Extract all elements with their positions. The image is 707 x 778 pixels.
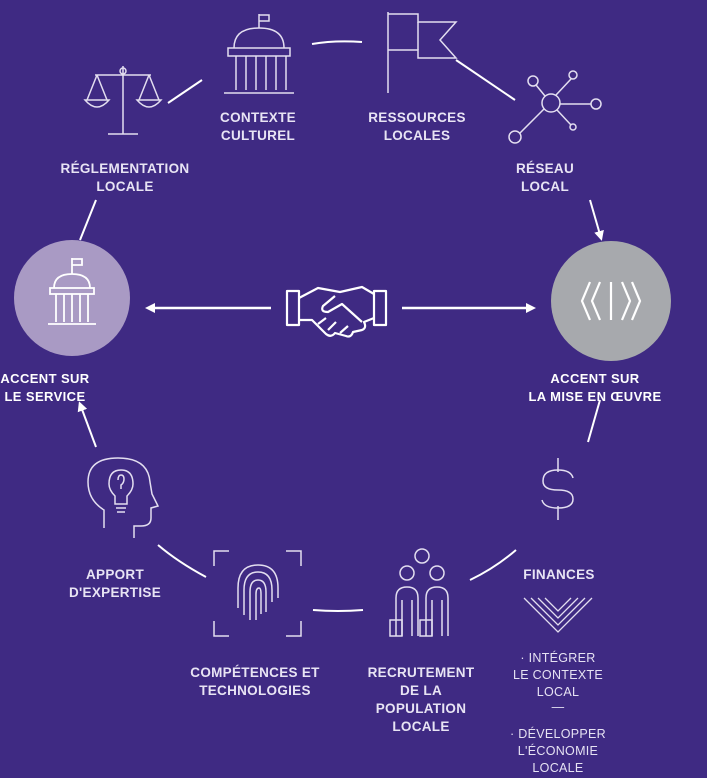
connector-reseau-mise <box>589 199 604 241</box>
connector-ressources-reseau <box>455 59 516 101</box>
connector-mise-finances <box>587 399 601 443</box>
competences-label: COMPÉTENCES ET TECHNOLOGIES <box>190 665 320 698</box>
expertise-label: APPORT D'EXPERTISE <box>68 567 162 600</box>
people-icon <box>389 548 449 637</box>
ressources-label: RESSOURCES LOCALES <box>368 110 466 143</box>
handshake-icon <box>285 285 388 338</box>
mise-en-oeuvre-label: ACCENT SUR LA MISE EN ŒUVRE <box>528 371 662 404</box>
chevrons-down-icon <box>523 597 593 633</box>
head-lightbulb-icon <box>87 457 160 538</box>
connector-service-reg <box>79 199 97 241</box>
cycle-connectors <box>77 40 604 612</box>
network-icon <box>508 70 602 144</box>
recrutement-label: RECRUTEMENT DE LA POPULATION LOCALE <box>367 665 475 734</box>
building-icon <box>224 14 294 94</box>
connector-expertise-service <box>77 401 97 448</box>
reseau-label: RÉSEAU LOCAL <box>515 161 575 194</box>
dollar-icon <box>541 458 574 520</box>
service-label: ACCENT SUR LE SERVICE <box>0 371 90 404</box>
reglementation-label: RÉGLEMENTATION LOCALE <box>60 161 190 194</box>
code-brackets-icon <box>580 281 642 321</box>
flag-icon <box>387 12 458 93</box>
connector-competences-expertise <box>157 544 207 578</box>
service-node <box>14 240 130 356</box>
finances-label: FINANCES <box>523 567 595 582</box>
mise-en-oeuvre-node <box>551 241 671 361</box>
connector-recrutement-competences <box>312 609 364 612</box>
connector-reg-contexte <box>167 79 203 104</box>
fingerprint-icon <box>213 550 302 637</box>
contexte-label: CONTEXTE CULTUREL <box>220 110 296 143</box>
connector-contexte-ressources <box>311 40 363 45</box>
note-integrer: · INTÉGRER LE CONTEXTE LOCAL <box>512 651 604 699</box>
scales-icon <box>83 66 163 135</box>
government-building-icon <box>48 258 96 325</box>
note-separator: — <box>551 700 565 714</box>
connector-finances-recrutement <box>469 549 517 581</box>
note-developper: · DÉVELOPPER L'ÉCONOMIE LOCALE <box>510 727 606 775</box>
